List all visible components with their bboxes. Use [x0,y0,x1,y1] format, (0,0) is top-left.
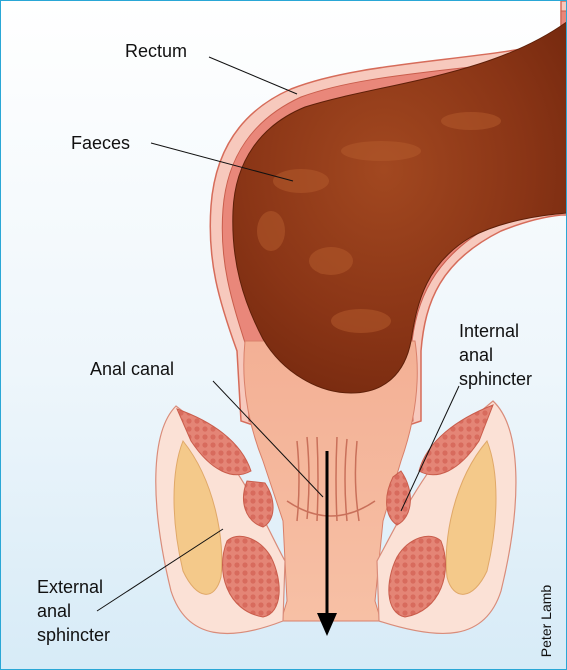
label-internal-line-2: anal [459,343,532,367]
label-rectum: Rectum [125,39,187,63]
label-external-anal-sphincter: External anal sphincter [37,575,110,647]
label-faeces: Faeces [71,131,130,155]
label-internal-anal-sphincter: Internal anal sphincter [459,319,532,391]
label-anal-canal: Anal canal [90,357,174,381]
artist-credit: Peter Lamb [538,585,554,657]
label-external-line-3: sphincter [37,623,110,647]
label-external-line-1: External [37,575,110,599]
label-internal-line-1: Internal [459,319,532,343]
label-internal-line-3: sphincter [459,367,532,391]
label-external-line-2: anal [37,599,110,623]
